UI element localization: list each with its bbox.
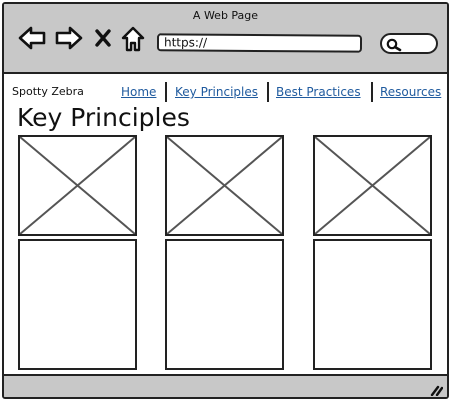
nav-link-best-practices[interactable]: Best Practices (276, 85, 361, 99)
window-title: A Web Page (192, 9, 259, 22)
close-icon[interactable] (94, 28, 112, 52)
image-placeholder (165, 135, 284, 236)
browser-chrome: A Web Page https:// (4, 4, 447, 74)
page-title: Key Principles (17, 103, 190, 132)
arrow-right-icon[interactable] (54, 24, 84, 56)
arrow-left-icon[interactable] (17, 24, 47, 56)
nav-link-key-principles[interactable]: Key Principles (175, 85, 258, 99)
url-input[interactable]: https:// (156, 33, 363, 53)
image-placeholder (18, 135, 137, 236)
search-input[interactable] (380, 33, 438, 54)
search-icon (385, 37, 403, 56)
nav-separator (165, 82, 167, 102)
nav-link-home[interactable]: Home (121, 85, 157, 99)
resize-grip-icon[interactable] (429, 381, 444, 397)
home-icon[interactable] (120, 25, 146, 57)
site-brand: Spotty Zebra (12, 85, 84, 98)
nav-separator (371, 82, 373, 102)
content-block (18, 239, 137, 370)
nav-link-resources[interactable]: Resources (380, 85, 442, 99)
content-block (165, 239, 284, 370)
page-content: Spotty Zebra Home Key Principles Best Pr… (4, 74, 447, 374)
nav-separator (267, 82, 269, 102)
image-placeholder (313, 135, 432, 236)
content-block (313, 239, 432, 370)
status-bar (4, 374, 447, 397)
